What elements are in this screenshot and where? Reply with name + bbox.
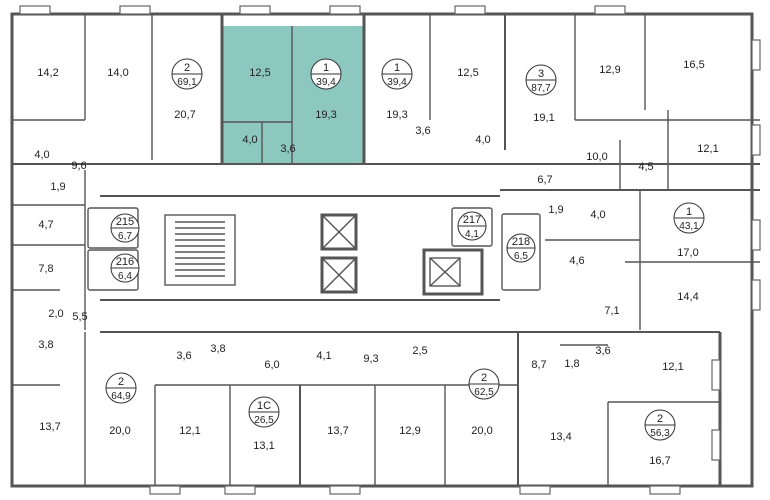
room-area: 6,0 <box>264 359 279 371</box>
windows <box>19 5 761 495</box>
apt-area-62: 62,5 <box>474 387 494 398</box>
storage-217-number: 217 <box>463 214 481 226</box>
room-area: 6,7 <box>537 174 552 186</box>
apt-rooms-69: 2 <box>184 62 190 74</box>
room-area: 4,5 <box>638 161 653 173</box>
room-area: 3,8 <box>210 343 225 355</box>
apartment-markers <box>105 58 705 441</box>
highlighted-apartment[interactable] <box>222 26 364 164</box>
room-area: 19,1 <box>533 112 554 124</box>
apt-rooms-39-highlight: 1 <box>323 62 329 74</box>
room-area: 4,6 <box>569 255 584 267</box>
room-area: 12,5 <box>249 67 270 79</box>
room-area: 7,8 <box>38 263 53 275</box>
room-area: 12,1 <box>179 425 200 437</box>
apt-rooms-26: 1С <box>257 400 271 412</box>
storage-218-area: 6,5 <box>514 251 528 262</box>
apt-area-43: 43,1 <box>679 221 699 232</box>
storage-215-number: 215 <box>116 216 134 228</box>
room-area: 17,0 <box>677 247 698 259</box>
apt-area-56: 56,3 <box>650 428 670 439</box>
apt-area-26: 26,5 <box>254 415 274 426</box>
apt-rooms-56: 2 <box>657 413 663 425</box>
room-labels: 14,2 14,0 20,7 12,5 19,3 4,0 3,6 19,3 12… <box>34 59 718 467</box>
room-area: 4,0 <box>34 149 49 161</box>
apt-rooms-87: 3 <box>538 68 544 80</box>
storage-217-area: 4,1 <box>465 229 479 240</box>
room-area: 4,0 <box>242 134 257 146</box>
apt-rooms-62: 2 <box>481 372 487 384</box>
apt-rooms-64: 2 <box>118 376 124 388</box>
room-area: 7,1 <box>604 305 619 317</box>
room-area: 13,1 <box>253 440 274 452</box>
room-area: 20,0 <box>109 425 130 437</box>
apt-area-39-b: 39,4 <box>387 77 407 88</box>
room-area: 2,0 <box>48 308 63 320</box>
room-area: 4,0 <box>590 209 605 221</box>
room-area: 16,5 <box>683 59 704 71</box>
room-area: 13,4 <box>550 431 571 443</box>
room-area: 9,3 <box>363 353 378 365</box>
room-area: 12,9 <box>399 425 420 437</box>
room-area: 12,5 <box>457 67 478 79</box>
room-area: 4,7 <box>38 219 53 231</box>
room-area: 5,5 <box>72 311 87 323</box>
room-area: 1,9 <box>548 204 563 216</box>
apt-area-39-highlight: 39,4 <box>316 77 336 88</box>
room-area: 12,1 <box>662 361 683 373</box>
room-area: 10,0 <box>586 151 607 163</box>
storage-216-number: 216 <box>116 256 134 268</box>
room-area: 3,6 <box>415 125 430 137</box>
room-area: 16,7 <box>649 455 670 467</box>
room-area: 3,8 <box>38 339 53 351</box>
room-area: 13,7 <box>39 421 60 433</box>
room-area: 8,7 <box>531 359 546 371</box>
room-area: 19,3 <box>315 109 336 121</box>
room-area: 14,2 <box>37 67 58 79</box>
room-area: 1,8 <box>564 358 579 370</box>
room-area: 12,1 <box>697 143 718 155</box>
room-area: 2,5 <box>412 345 427 357</box>
room-area: 3,6 <box>280 143 295 155</box>
room-area: 4,0 <box>475 134 490 146</box>
storage-218-number: 218 <box>512 236 530 248</box>
room-area: 19,3 <box>386 109 407 121</box>
room-area: 9,6 <box>71 160 86 172</box>
room-area: 20,7 <box>174 109 195 121</box>
room-area: 3,6 <box>176 350 191 362</box>
highlighted-room-12-5[interactable] <box>222 26 292 122</box>
room-area: 13,7 <box>327 425 348 437</box>
room-area: 3,6 <box>595 345 610 357</box>
storage-216-area: 6,4 <box>118 271 132 282</box>
highlighted-room-19-3[interactable] <box>292 26 364 164</box>
room-area: 20,0 <box>471 425 492 437</box>
room-area: 4,1 <box>316 350 331 362</box>
highlighted-room-4-0[interactable] <box>222 122 262 164</box>
room-area: 14,0 <box>107 67 128 79</box>
storage-215-area: 6,7 <box>118 231 132 242</box>
apt-rooms-43: 1 <box>686 206 692 218</box>
room-area: 14,4 <box>677 291 698 303</box>
room-area: 1,9 <box>50 181 65 193</box>
apt-rooms-39-b: 1 <box>394 62 400 74</box>
highlighted-room-3-6[interactable] <box>262 122 292 164</box>
apt-area-69: 69,1 <box>177 77 197 88</box>
apt-area-64: 64,9 <box>111 391 131 402</box>
apt-area-87: 87,7 <box>531 83 551 94</box>
room-area: 12,9 <box>599 64 620 76</box>
